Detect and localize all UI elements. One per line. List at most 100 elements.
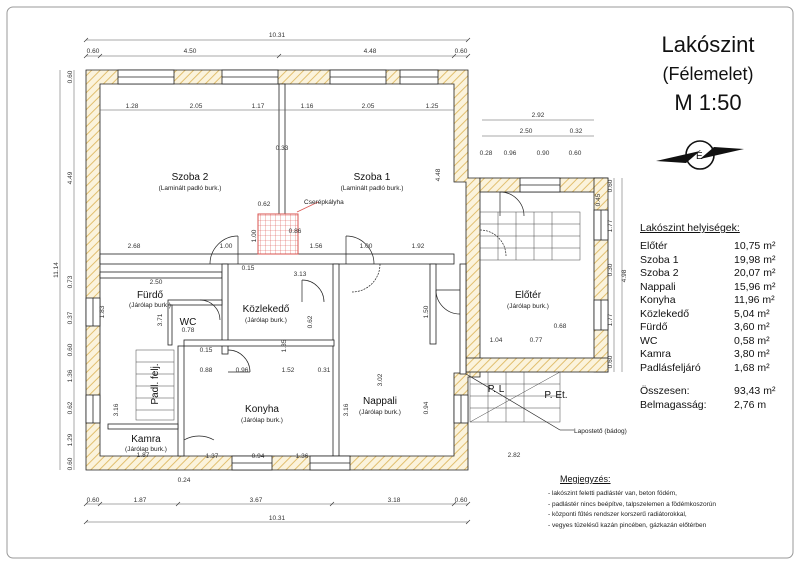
flat-roof-line <box>465 373 561 431</box>
dim-mid: 1.56 <box>310 243 323 250</box>
height-value: 2,76 m <box>734 398 767 411</box>
label-lapostet: Lapostető (bádog) <box>574 428 627 435</box>
room-area-value: 3,60 m² <box>734 321 770 333</box>
room-area-value: 20,07 m² <box>734 267 776 279</box>
dim-right-side: 0.30 <box>607 263 614 276</box>
room-area-name: Közlekedő <box>640 307 690 320</box>
room-finish-konyha: (Járólap burk.) <box>241 417 283 424</box>
room-area-row: Fürdő 3,60 m² <box>640 321 790 335</box>
sheet-border <box>6 6 794 559</box>
dim-inner-h: 0.77 <box>530 337 543 344</box>
dim-bath: 0.96 <box>236 367 249 374</box>
dim-inner-v: 3.16 <box>343 403 350 416</box>
total-label: Összesen: <box>640 385 690 397</box>
dim-inner-v: 4.48 <box>435 168 442 181</box>
room-area-name: Kamra <box>640 348 671 360</box>
room-area-value: 15,96 m² <box>734 280 776 293</box>
dim-bottom-seg: 0.60 <box>455 497 468 504</box>
dim-inner: 2.05 <box>362 103 375 110</box>
windows <box>85 69 609 471</box>
dim-left-seg: 1.29 <box>67 433 74 446</box>
room-area-value: 10,75 m² <box>734 240 776 252</box>
dim-left-seg: 0.73 <box>67 275 74 288</box>
label-pet: P. Et. <box>544 390 567 401</box>
dim-right: 2.50 <box>520 128 533 135</box>
room-area-row: Szoba 2 20,07 m² <box>640 267 790 281</box>
dim-left-seg: 0.60 <box>67 457 74 470</box>
dim-left-seg: 1.36 <box>67 369 74 382</box>
dim-inner: 1.16 <box>301 103 314 110</box>
room-area-name: Szoba 2 <box>640 267 679 279</box>
room-area-name: Konyha <box>640 294 676 306</box>
dim-right: 0.32 <box>570 128 583 135</box>
dim-right-side: 1.77 <box>607 219 614 232</box>
room-finish-kozlekedo: (Járólap burk.) <box>245 317 287 324</box>
dim-mid: 1.92 <box>412 243 425 250</box>
dim-bath: 0.15 <box>200 347 213 354</box>
label-cserepkalyha: Cserépkályha <box>304 199 344 206</box>
dim-top-seg: 4.50 <box>184 48 197 55</box>
room-name-eloter: Előtér <box>515 290 542 301</box>
dim-right: 2.92 <box>532 112 545 119</box>
dim-bottom-total: 10.31 <box>269 515 286 522</box>
dim-bath: 0.88 <box>200 367 213 374</box>
dim-bottom-seg: 3.67 <box>250 497 263 504</box>
dim-mid2: 0.15 <box>242 265 255 272</box>
room-finish-kamra: (Járólap burk.) <box>125 446 167 453</box>
room-name-nappali: Nappali <box>363 396 397 407</box>
dim-right-side: 0.45 <box>595 193 602 206</box>
north-arrow-icon: É <box>656 140 744 170</box>
dim-inner-v: 3.02 <box>377 373 384 386</box>
dim-inner-v: 0.62 <box>307 315 314 328</box>
dim-bath: 1.52 <box>282 367 295 374</box>
total-value: 93,43 m² <box>734 385 776 397</box>
dim-left-seg: 0.37 <box>67 311 74 324</box>
dim-bottom-inner: 1.36 <box>296 453 309 460</box>
dim-bottom-inner: 1.87 <box>137 452 150 459</box>
dim-left-seg: 0.60 <box>67 70 74 83</box>
dim-left-inner: 1.83 <box>99 305 106 318</box>
notes-panel: Megjegyzés: - lakószint feletti padlásté… <box>548 474 788 531</box>
dim-inner-v: 1.35 <box>281 339 288 352</box>
dim-inner-v: 1.00 <box>251 229 258 242</box>
dim-left-total: 11.14 <box>53 262 60 278</box>
dim-bath: 2.50 <box>150 279 163 286</box>
dim-top-seg: 0.60 <box>87 48 100 55</box>
dimension-lines <box>59 39 623 523</box>
room-name-szoba2: Szoba 2 <box>172 172 209 183</box>
dim-inner: 1.17 <box>252 103 265 110</box>
room-area-name: Előtér <box>640 240 668 252</box>
room-area-name: Fürdő <box>640 321 668 333</box>
dim-bottom-seg: 0.60 <box>87 497 100 504</box>
room-name-kozlekedo: Közlekedő <box>243 304 290 315</box>
title-scale: M 1:50 <box>674 90 741 115</box>
dim-mid2: 3.13 <box>294 271 307 278</box>
label-pl: P. L <box>488 384 505 395</box>
room-name-wc: WC <box>180 317 197 328</box>
dim-inner-v: 1.50 <box>423 305 430 318</box>
height-label: Belmagasság: <box>640 398 707 411</box>
dim-right-side: 4.98 <box>621 269 628 282</box>
room-finish-szoba2: (Laminált padló burk.) <box>159 185 222 192</box>
dim-inner-v: 3.71 <box>157 313 164 326</box>
dim-left-seg: 0.60 <box>67 343 74 356</box>
dimension-texts: 10.31 0.60 4.50 4.48 0.60 1.28 2.05 1.17… <box>53 32 628 522</box>
dim-top-total: 10.31 <box>269 32 286 39</box>
dim-mid2: 0.86 <box>289 228 302 235</box>
note-item: - lakószint feletti padlástér van, beton… <box>548 490 677 497</box>
notes-heading: Megjegyzés: <box>560 474 611 484</box>
dim-right-row: 0.60 <box>569 150 582 157</box>
room-area-row: Nappali 15,96 m² <box>640 281 790 295</box>
room-area-name: Nappali <box>640 280 676 293</box>
dim-inner-v: 0.94 <box>423 401 430 414</box>
dim-inner-h: 2.82 <box>508 452 521 459</box>
room-finish-nappali: (Járólap burk.) <box>359 409 401 416</box>
room-name-konyha: Konyha <box>245 404 279 415</box>
dim-inner-h: 0.68 <box>554 323 567 330</box>
room-name-furdo: Fürdő <box>137 290 164 301</box>
